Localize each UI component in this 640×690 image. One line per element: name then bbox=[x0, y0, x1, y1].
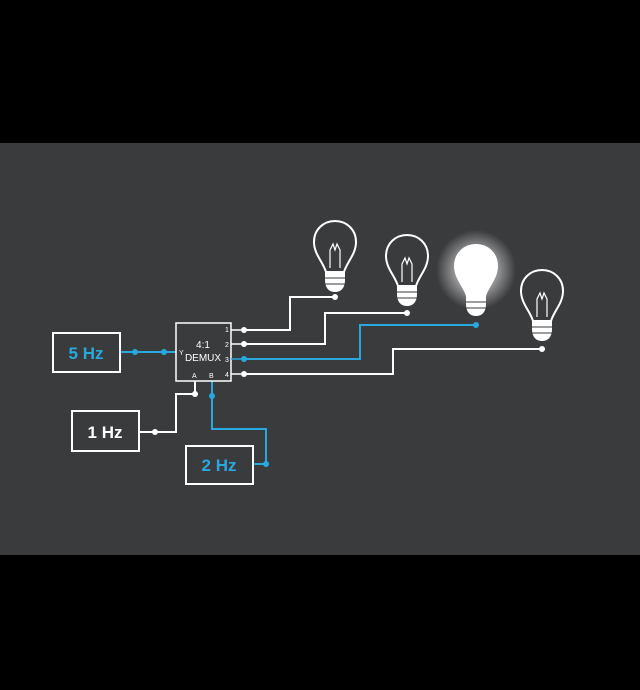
node-dot bbox=[152, 429, 158, 435]
node-dot bbox=[473, 322, 479, 328]
pin-label-out-2: 2 bbox=[225, 342, 229, 349]
source-select-b-2hz: 2 Hz bbox=[185, 445, 254, 485]
light-bulb-icon-output-2 bbox=[384, 233, 430, 306]
demux-title-line2: DEMUX bbox=[185, 353, 221, 364]
node-dot bbox=[161, 349, 167, 355]
wire-output-3-active bbox=[244, 324, 476, 360]
wire-output-2 bbox=[244, 312, 407, 345]
node-dot bbox=[192, 391, 198, 397]
light-bulb-icon-output-1 bbox=[312, 219, 358, 292]
node-dot bbox=[404, 310, 410, 316]
pin-label-out-3: 3 bbox=[225, 357, 229, 364]
wire-output-1 bbox=[244, 296, 335, 331]
pin-label-out-4: 4 bbox=[225, 372, 229, 379]
pin-label-a: A bbox=[192, 373, 197, 380]
demux-title-line1: 4:1 bbox=[196, 340, 210, 351]
source-label-2hz: 2 Hz bbox=[202, 456, 237, 475]
source-input-5hz: 5 Hz bbox=[52, 332, 121, 373]
pin-label-out-1: 1 bbox=[225, 327, 229, 334]
pin-label-b: B bbox=[209, 373, 214, 380]
node-dot bbox=[539, 346, 545, 352]
light-bulb-icon-output-3-lit bbox=[436, 230, 516, 316]
source-label-5hz: 5 Hz bbox=[69, 344, 104, 363]
demux-chip: 4:1 DEMUX Y A B 1 2 3 4 bbox=[175, 322, 244, 382]
node-dot bbox=[263, 461, 269, 467]
wire-select-b-active bbox=[211, 381, 267, 465]
wire-output-4 bbox=[244, 348, 542, 375]
wire-select-a bbox=[139, 381, 196, 433]
light-bulb-icon-output-4 bbox=[519, 268, 565, 341]
pin-label-y: Y bbox=[179, 350, 184, 357]
node-dot bbox=[209, 393, 215, 399]
source-select-a-1hz: 1 Hz bbox=[71, 410, 140, 452]
node-dot bbox=[332, 294, 338, 300]
node-dot bbox=[132, 349, 138, 355]
source-label-1hz: 1 Hz bbox=[88, 423, 123, 442]
